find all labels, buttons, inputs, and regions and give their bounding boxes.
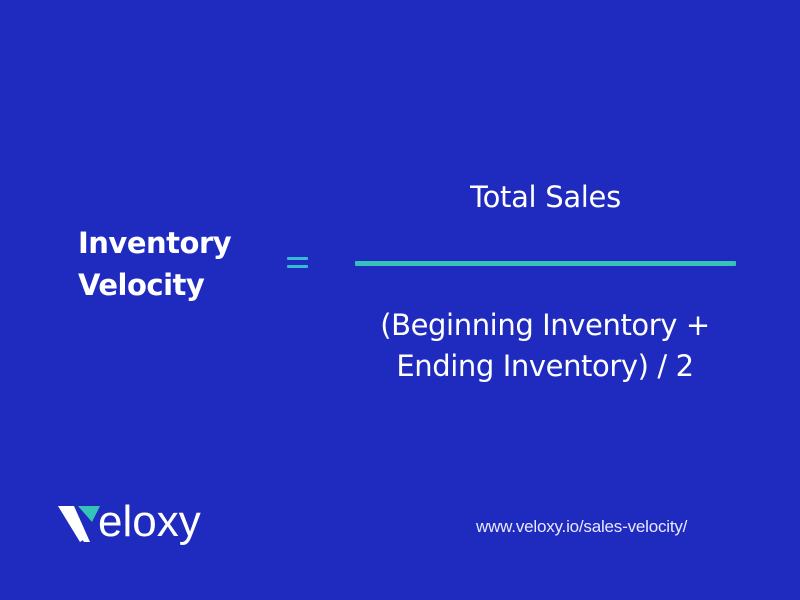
numerator: Total Sales [470,180,621,214]
denominator-line-1: (Beginning Inventory + [380,308,710,342]
equals-sign [287,257,308,273]
lhs-line-2: Velocity [78,268,205,302]
denominator-line-2: Ending Inventory) / 2 [396,349,694,383]
formula-lhs: Inventory Velocity [78,222,232,306]
veloxy-v-mark-icon [58,506,100,542]
source-url: www.veloxy.io/sales-velocity/ [476,517,688,536]
denominator: (Beginning Inventory + Ending Inventory)… [345,305,745,387]
veloxy-logo: eloxy [58,500,201,544]
logo-text: eloxy [98,497,201,546]
fraction-bar [355,261,736,266]
lhs-line-1: Inventory [78,226,232,260]
